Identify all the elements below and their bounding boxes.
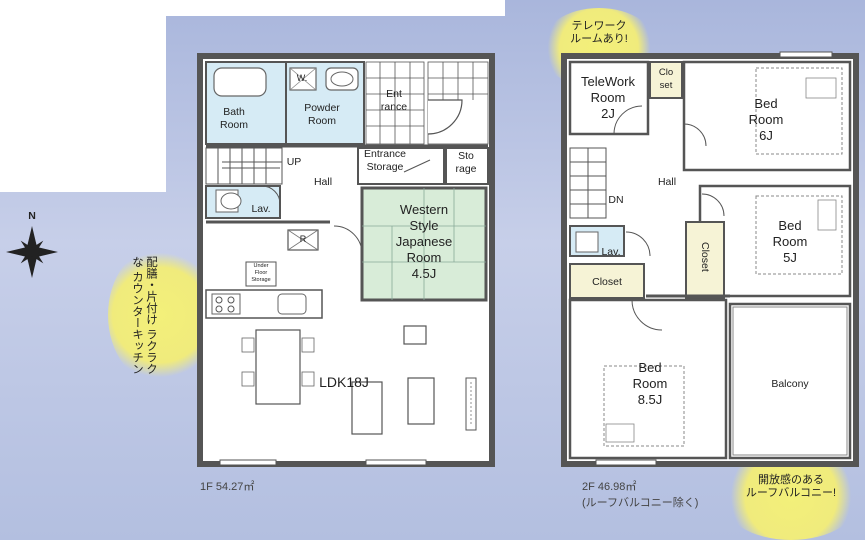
kitchen-callout-bubble xyxy=(108,246,212,384)
hall-label: Hall xyxy=(313,176,333,188)
dn-label: DN xyxy=(608,194,624,206)
lav-label: Lav. xyxy=(251,203,271,215)
storage-label: Sto rage xyxy=(455,150,477,175)
floor2-area-note: (ルーフバルコニー除く) xyxy=(582,497,699,509)
telework-room-label: TeleWork Room 2J xyxy=(581,74,635,121)
entrance-storage-label: Entrance Storage xyxy=(363,148,407,173)
telework-callout: テレワーク ルームあり! xyxy=(570,20,628,45)
ldk-label: LDK18J xyxy=(319,374,369,390)
powder-room-label: Powder Room xyxy=(304,102,340,127)
balcony-callout: 開放感のある ルーフバルコニー! xyxy=(745,474,837,499)
entrance-label: Ent rance xyxy=(380,88,408,113)
lav2-label: Lav. xyxy=(601,246,621,258)
kitchen-callout: 配膳・片付け ラクラクな カウンターキッチン xyxy=(131,256,157,375)
floor1-plan xyxy=(197,53,495,467)
balcony-label: Balcony xyxy=(771,378,809,390)
bath-room-label: Bath Room xyxy=(219,106,248,131)
floor2-area-label: 2F 46.98㎡ xyxy=(582,481,637,493)
powder-w-label: W. xyxy=(296,73,308,83)
compass-north-label: N xyxy=(28,210,36,222)
under-floor-storage-label: Under Floor Storage xyxy=(251,263,271,283)
closet-vertical-label: Closet xyxy=(699,242,711,272)
r-label: R xyxy=(299,234,307,244)
floor2-plan xyxy=(561,51,859,467)
closet-label: Closet xyxy=(592,276,622,288)
hall2-label: Hall xyxy=(657,176,677,188)
small-closet-label: Clo set xyxy=(658,67,674,91)
bed-room-6j-label: Bed Room 6J xyxy=(748,96,784,143)
bed-room-8-5j-label: Bed Room 8.5J xyxy=(632,360,668,407)
floor1-area-label: 1F 54.27㎡ xyxy=(200,481,255,493)
up-label: UP xyxy=(286,156,302,168)
compass-rose xyxy=(6,226,58,278)
bed-room-5j-label: Bed Room 5J xyxy=(772,218,808,265)
western-room-label: Western Style Japanese Room 4.5J xyxy=(395,202,453,281)
background-white-corner xyxy=(0,0,166,192)
